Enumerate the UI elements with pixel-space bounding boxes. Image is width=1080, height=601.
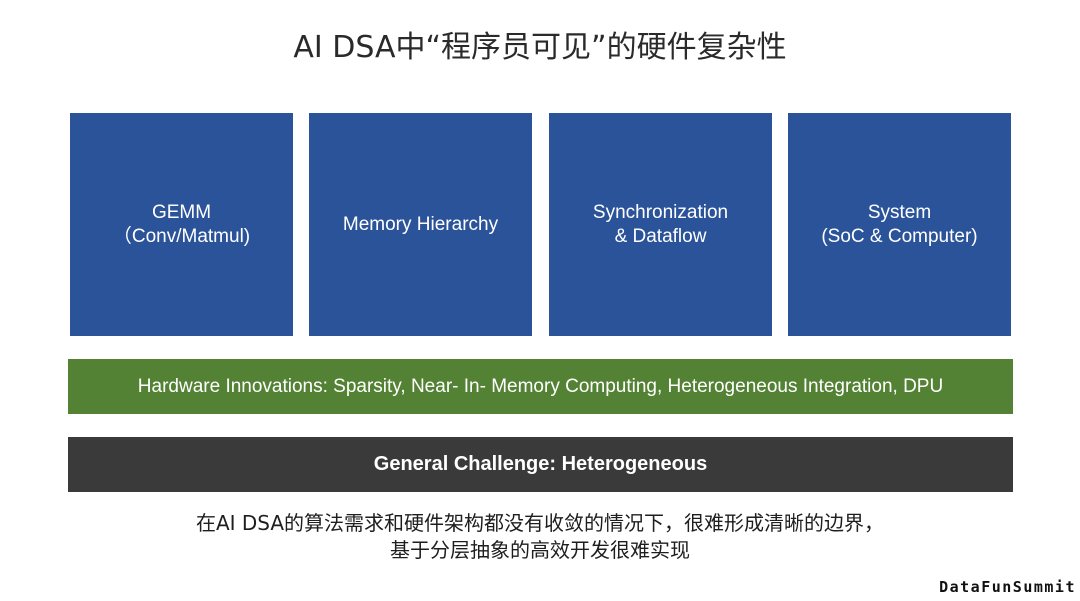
block-system-line1: System xyxy=(867,201,932,223)
block-gemm: GEMM （Conv/Matmul) xyxy=(70,113,293,336)
block-system-line2: (SoC & Computer) xyxy=(821,225,978,247)
block-gemm-line2: （Conv/Matmul) xyxy=(112,225,251,247)
summary-caption-line2: 基于分层抽象的高效开发很难实现 xyxy=(390,538,690,562)
datafun-summit-logo: DataFunSummit xyxy=(939,578,1076,596)
block-memory-hierarchy: Memory Hierarchy xyxy=(309,113,532,336)
summary-caption: 在AI DSA的算法需求和硬件架构都没有收敛的情况下，很难形成清晰的边界， 基于… xyxy=(0,510,1080,564)
block-synchronization-line1: Synchronization xyxy=(592,201,729,223)
complexity-blocks: GEMM （Conv/Matmul) Memory Hierarchy Sync… xyxy=(70,113,1011,336)
block-synchronization: Synchronization & Dataflow xyxy=(549,113,772,336)
block-system: System (SoC & Computer) xyxy=(788,113,1011,336)
hardware-innovations-bar: Hardware Innovations: Sparsity, Near- In… xyxy=(68,359,1013,414)
block-gemm-line1: GEMM xyxy=(151,201,212,223)
page-title: AI DSA中“程序员可见”的硬件复杂性 xyxy=(293,30,787,65)
summary-caption-line1: 在AI DSA的算法需求和硬件架构都没有收敛的情况下，很难形成清晰的边界， xyxy=(195,511,885,535)
block-synchronization-line2: & Dataflow xyxy=(614,225,707,247)
general-challenge-bar: General Challenge: Heterogeneous xyxy=(68,437,1013,492)
block-memory-hierarchy-line1: Memory Hierarchy xyxy=(342,213,499,235)
